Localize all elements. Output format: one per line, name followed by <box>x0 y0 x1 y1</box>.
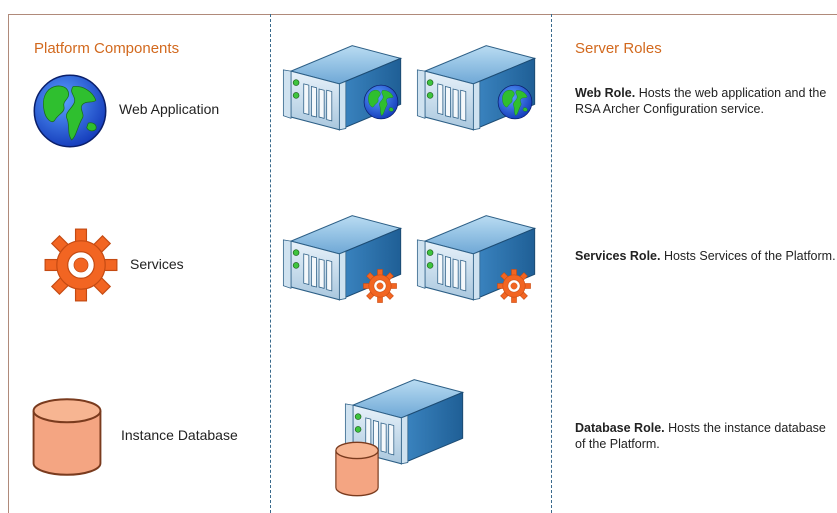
services-role-text: Hosts Services of the Platform. <box>663 249 836 263</box>
database-role-title: Database Role. <box>575 421 665 435</box>
platform-components-heading: Platform Components <box>34 40 180 57</box>
top-border <box>8 14 837 15</box>
web-application-label: Web Application <box>119 101 220 117</box>
services-label: Services <box>130 256 184 272</box>
server-roles-heading: Server Roles <box>575 40 662 57</box>
globe-icon <box>32 73 108 149</box>
web-role-description: Web Role. Hosts the web application and … <box>575 85 837 117</box>
column-divider-right <box>551 14 552 513</box>
database-role-description: Database Role. Hosts the instance databa… <box>575 420 837 452</box>
left-border <box>8 14 9 513</box>
database-role-text: Hosts the instance database of the Platf… <box>575 421 826 451</box>
services-role-description: Services Role. Hosts Services of the Pla… <box>575 248 837 264</box>
instance-database-label: Instance Database <box>121 427 238 443</box>
globe-icon <box>497 84 533 120</box>
gear-icon <box>362 268 398 304</box>
web-role-text: Hosts the web application and the RSA Ar… <box>575 86 827 116</box>
database-icon <box>333 440 381 498</box>
gear-icon <box>42 226 120 304</box>
globe-icon <box>363 84 399 120</box>
database-icon <box>29 396 105 478</box>
services-role-title: Services Role. <box>575 249 661 263</box>
column-divider-left <box>270 14 271 513</box>
web-role-title: Web Role. <box>575 86 636 100</box>
gear-icon <box>496 268 532 304</box>
